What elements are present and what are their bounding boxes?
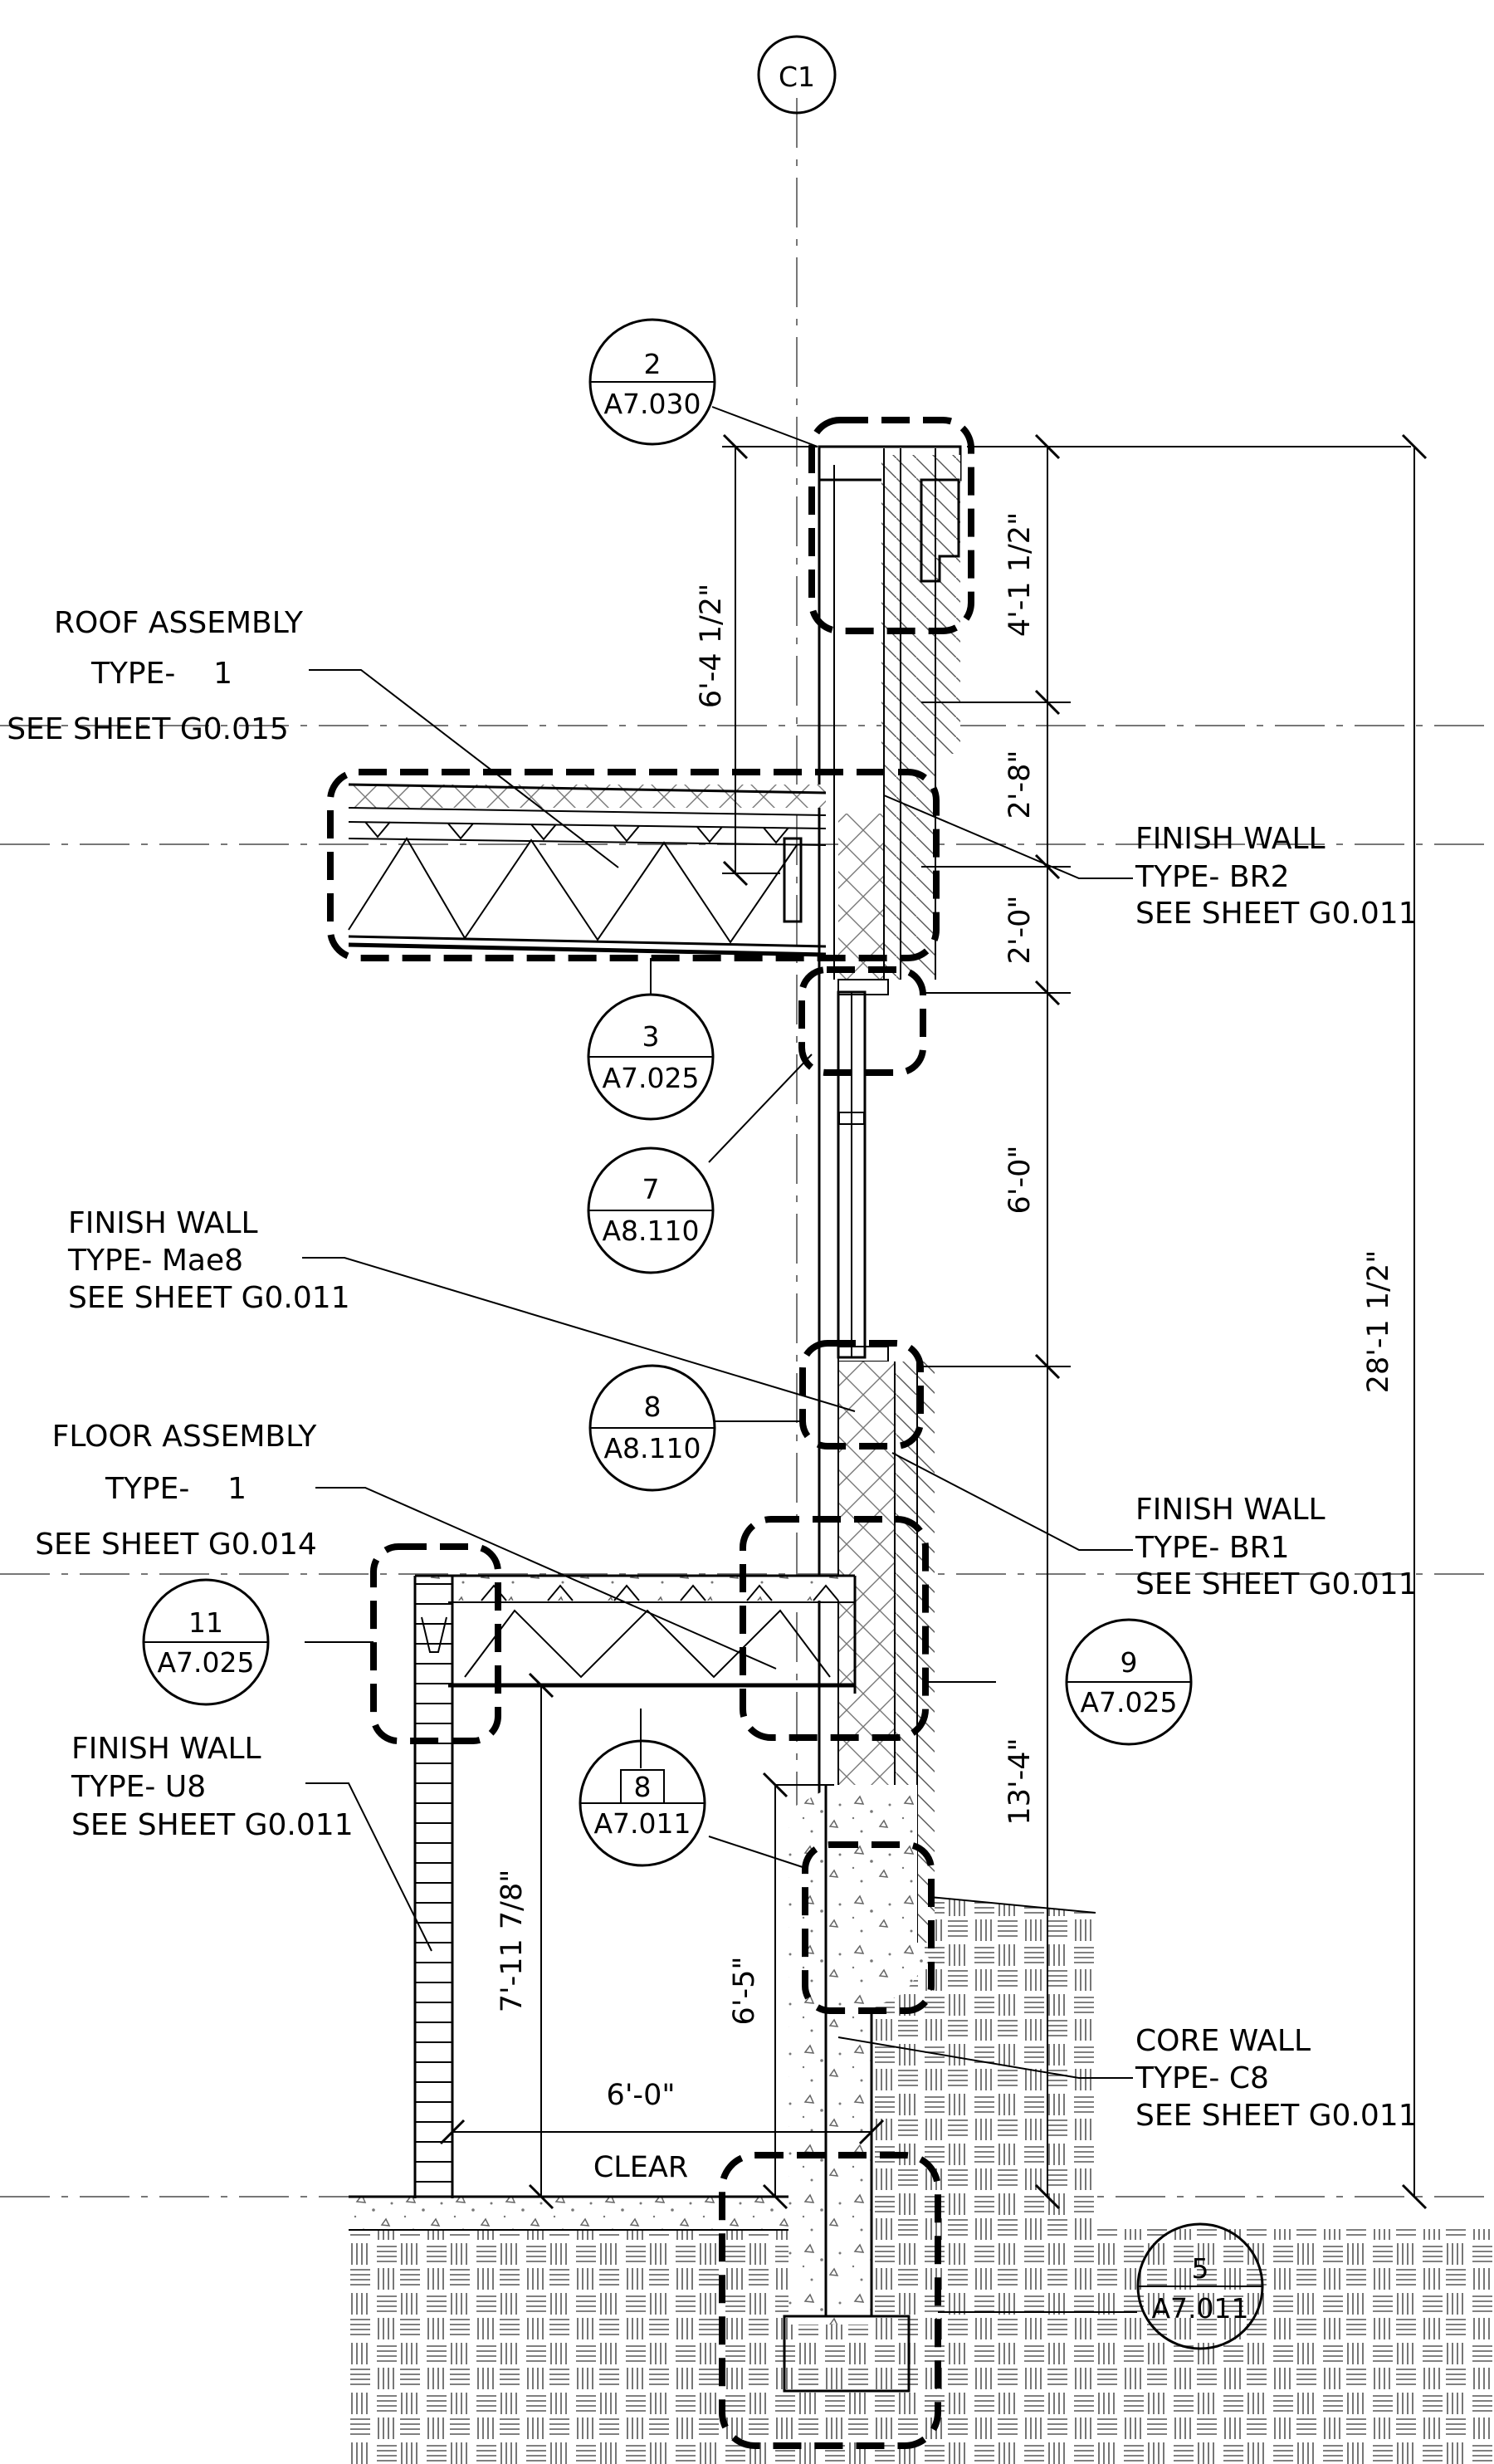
callout-11-sheet: A7.025 [157,1646,254,1679]
concrete-core-wall [783,1785,930,2393]
callout-5-sheet: A7.011 [1151,2292,1248,2325]
detail-clouds [327,417,974,2449]
callout-2-sheet: A7.030 [603,388,701,420]
note-finish-wall-u8: FINISH WALL TYPE- U8 SEE SHEET G0.011 [71,1732,354,1842]
floor-structure [415,1574,857,1694]
note-finish-wall-br2: FINISH WALL TYPE- BR2 SEE SHEET G0.011 [1135,822,1418,931]
note-line: CORE WALL [1135,2024,1311,2058]
window-assembly [837,979,889,1362]
note-finish-wall-br1: FINISH WALL TYPE- BR1 SEE SHEET G0.011 [1135,1493,1418,1601]
note-line: TYPE- BR2 [1135,860,1289,894]
callout-7[interactable]: 7 A8.110 [587,1146,715,1274]
note-line: SEE SHEET G0.011 [68,1281,350,1315]
dim-clear-note: CLEAR [593,2151,688,2184]
note-line: SEE SHEET G0.011 [71,1808,354,1842]
note-line: ROOF ASSEMBLY [54,606,304,640]
note-roof-assembly: ROOF ASSEMBLY TYPE- 1 SEE SHEET G0.015 [7,606,304,746]
dim-window-height: 6'-0" [1003,1146,1037,1215]
dim-core-height: 6'-5" [728,1957,761,2026]
callout-7-sheet: A8.110 [602,1215,699,1247]
callout-8-a8110[interactable]: 8 A8.110 [588,1364,716,1492]
callout-8b-number: 8 [634,1771,652,1803]
note-line: FINISH WALL [71,1732,261,1766]
callout-3[interactable]: 3 A7.025 [587,993,715,1121]
callout-5[interactable]: 5 A7.011 [1136,2222,1264,2350]
note-line: FINISH WALL [1135,1493,1326,1527]
callout-8-number: 8 [644,1391,662,1423]
dim-clear-width: 6'-0" [607,2079,676,2112]
callout-9[interactable]: 9 A7.025 [1065,1618,1193,1746]
callout-2[interactable]: 2 A7.030 [588,318,716,446]
note-line: FINISH WALL [1135,822,1326,856]
callout-9-sheet: A7.025 [1080,1686,1177,1718]
note-line: TYPE- U8 [71,1770,206,1804]
note-line: SEE SHEET G0.015 [7,712,289,746]
gridline-bubble-c1: C1 [757,35,837,115]
callout-8-a7011[interactable]: 8 A7.011 [579,1739,706,1867]
callout-8-sheet: A8.110 [603,1432,701,1464]
note-line: SEE SHEET G0.014 [35,1528,317,1562]
dim-head-height: 2'-0" [1003,896,1037,965]
callout-11[interactable]: 11 A7.025 [142,1578,270,1706]
dimension-geometry [439,433,1428,2210]
dim-upper-brick: 2'-8" [1003,750,1037,819]
dim-clear-height: 7'-11 7/8" [496,1870,529,2013]
callout-9-number: 9 [1120,1646,1138,1679]
note-line: SEE SHEET G0.011 [1135,2099,1418,2133]
note-finish-wall-mae8: FINISH WALL TYPE- Mae8 SEE SHEET G0.011 [67,1206,350,1315]
note-line: TYPE- Mae8 [67,1244,243,1278]
callout-3-sheet: A7.025 [602,1062,699,1094]
note-line: SEE SHEET G0.011 [1135,1567,1418,1601]
note-line: TYPE- C8 [1135,2061,1269,2095]
note-line: TYPE- 1 [90,657,232,691]
note-line: FLOOR ASSEMBLY [52,1420,318,1454]
note-line: FINISH WALL [68,1206,258,1240]
dim-parapet-height: 4'-1 1/2" [1003,512,1037,637]
dim-sill-to-slab: 13'-4" [1003,1738,1037,1825]
note-floor-assembly: FLOOR ASSEMBLY TYPE- 1 SEE SHEET G0.014 [35,1420,317,1562]
parapet [818,445,962,2042]
dim-parapet-to-grid: 6'-4 1/2" [695,584,728,708]
dimension-text: 6'-4 1/2" 4'-1 1/2" 2'-8" 2'-0" 6'-0" 28… [496,512,1395,2184]
callout-2-number: 2 [644,348,662,380]
dim-overall-height: 28'-1 1/2" [1362,1250,1395,1394]
note-line: SEE SHEET G0.011 [1135,897,1418,931]
callout-5-number: 5 [1192,2252,1209,2285]
leader-lines [302,406,1137,2313]
callout-11-number: 11 [188,1606,223,1639]
callout-7-number: 7 [642,1173,660,1205]
callout-8b-sheet: A7.011 [593,1807,691,1840]
note-line: TYPE- BR1 [1135,1531,1289,1565]
brick-veneer-upper [838,448,936,980]
roof-structure [348,783,827,957]
slab-on-grade [349,2195,863,2231]
gridline-label: C1 [779,61,815,93]
tube-column [413,1576,454,2198]
note-core-wall-c8: CORE WALL TYPE- C8 SEE SHEET G0.011 [1135,2024,1418,2133]
callout-3-number: 3 [642,1020,660,1053]
earth-fill [349,1895,1494,2464]
note-line: TYPE- 1 [105,1472,247,1506]
